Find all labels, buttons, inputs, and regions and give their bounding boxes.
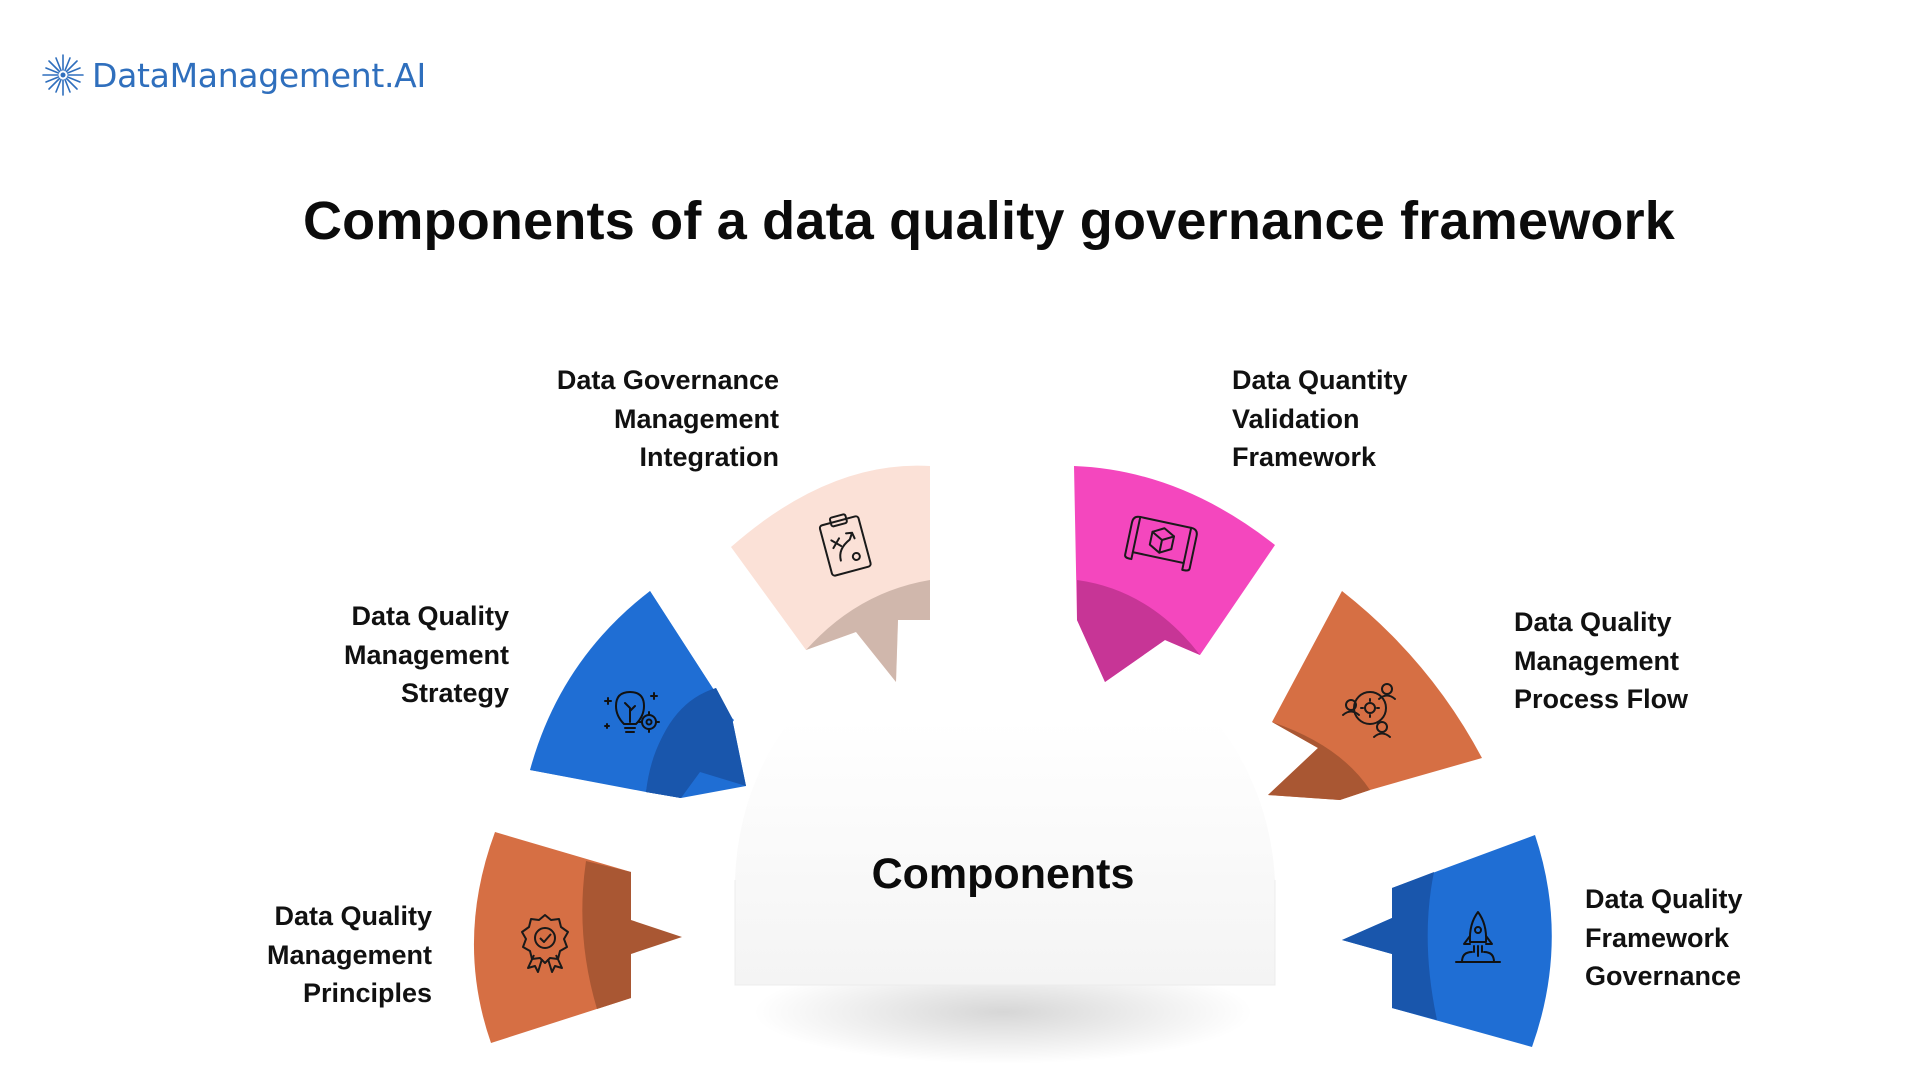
segment-integration[interactable] bbox=[731, 465, 930, 682]
segment-process-flow[interactable] bbox=[1268, 591, 1482, 800]
brand-logo[interactable]: DataManagement.AI bbox=[40, 52, 426, 98]
brand-name: DataManagement.AI bbox=[92, 55, 426, 95]
clipboard-strategy-icon bbox=[818, 513, 872, 577]
center-label: Components bbox=[871, 850, 1135, 898]
segment-strategy[interactable] bbox=[530, 591, 746, 798]
map-cube-icon bbox=[1124, 515, 1198, 572]
segment-governance[interactable] bbox=[1342, 835, 1552, 1047]
segment-principles[interactable] bbox=[473, 832, 682, 1043]
award-badge-icon bbox=[521, 914, 569, 973]
rocket-launch-icon bbox=[1455, 911, 1501, 963]
starburst-logo-icon bbox=[42, 54, 84, 96]
segment-validation[interactable] bbox=[1074, 466, 1275, 682]
network-people-icon bbox=[1342, 683, 1396, 738]
center-hub bbox=[734, 720, 1276, 1064]
page-title: Components of a data quality governance … bbox=[302, 191, 1676, 251]
lightbulb-gear-icon bbox=[604, 691, 660, 733]
